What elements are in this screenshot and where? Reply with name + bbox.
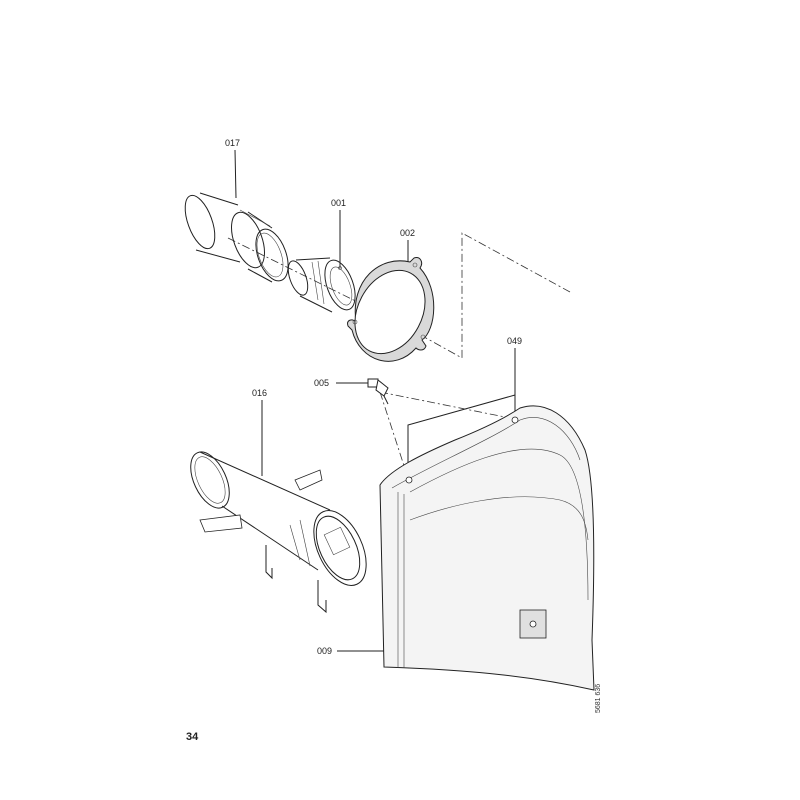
part-label-001: 001 — [331, 198, 347, 208]
part-017-adapter — [184, 192, 289, 283]
part-label-017: 017 — [225, 138, 241, 148]
part-label-005: 005 — [314, 378, 330, 388]
part-009-housing — [379, 405, 595, 691]
part-label-002: 002 — [400, 228, 416, 238]
drawing-code: 5681 636 — [595, 683, 602, 713]
part-label-016: 016 — [252, 388, 268, 398]
part-001-nozzle — [287, 257, 356, 313]
part-005-electrode — [367, 378, 389, 405]
part-002-gasket — [347, 257, 435, 362]
leader-lines — [234, 149, 516, 652]
part-016-tube — [190, 451, 367, 614]
part-label-049: 049 — [507, 336, 523, 346]
page-number: 34 — [186, 731, 199, 743]
part-label-009: 009 — [317, 646, 333, 656]
